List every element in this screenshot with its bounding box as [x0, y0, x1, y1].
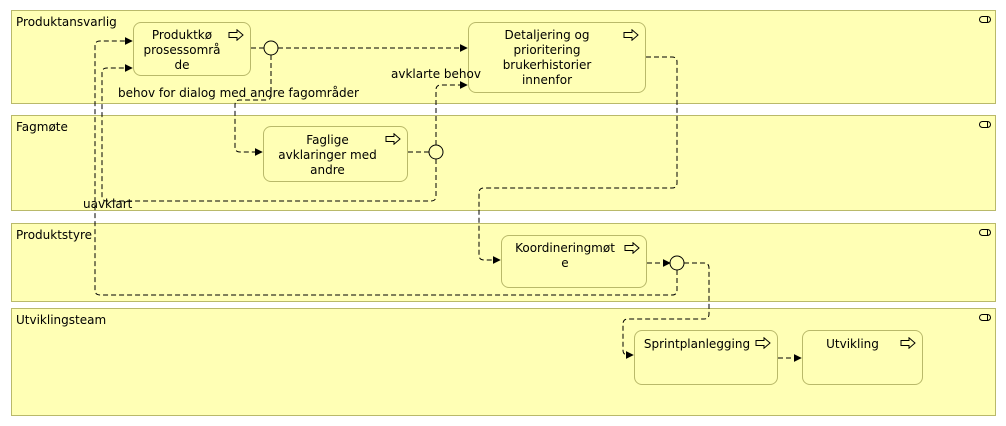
- connector-gateway-produktko-uavklart: [101, 64, 437, 202]
- lane-toggle-icon[interactable]: [979, 229, 991, 236]
- lane-fagmote: Fagmøte: [11, 115, 996, 211]
- gateway-produktko[interactable]: [263, 40, 279, 56]
- lane-toggle-icon[interactable]: [979, 314, 991, 321]
- edge-label-avklarte: avklarte behov: [391, 67, 481, 81]
- node-label: Faglige avklaringer med andre: [278, 133, 377, 177]
- lane-toggle-icon[interactable]: [979, 121, 991, 128]
- node-label: Sprintplanlegging: [643, 337, 751, 351]
- node-label: Produktkø prosessområ de: [143, 28, 221, 72]
- node-label: Detaljering og prioritering brukerhistor…: [502, 28, 592, 87]
- lane-title: Produktansvarlig: [16, 15, 117, 29]
- connector-detaljering-koordinering: [478, 56, 678, 264]
- lane-title: Utviklingsteam: [16, 313, 107, 327]
- connector-gateway-faglige: [234, 55, 272, 156]
- process-arrow-icon: [755, 337, 771, 349]
- process-arrow-icon: [228, 29, 244, 41]
- lane-toggle-icon[interactable]: [979, 16, 991, 23]
- connector-gateway-produktko-loop: [94, 37, 678, 296]
- edge-label-behov: behov for dialog med andre fagområder: [118, 86, 359, 100]
- process-arrow-icon: [385, 133, 401, 145]
- process-arrow-icon: [623, 29, 639, 41]
- edge-label-uavklart: uavklart: [83, 197, 133, 211]
- node-label: Koordineringmøt e: [515, 241, 615, 270]
- node-detaljering[interactable]: Detaljering og prioritering brukerhistor…: [468, 22, 646, 93]
- node-sprintplanlegging[interactable]: Sprintplanlegging: [634, 330, 778, 385]
- lane-title: Produktstyre: [16, 228, 93, 242]
- connector-gateway-detaljering-avklart: [435, 81, 468, 145]
- process-arrow-icon: [900, 337, 916, 349]
- node-produktko[interactable]: Produktkø prosessområ de: [133, 22, 251, 76]
- node-faglige[interactable]: Faglige avklaringer med andre: [263, 126, 408, 182]
- process-arrow-icon: [624, 242, 640, 254]
- node-koordinering[interactable]: Koordineringmøt e: [501, 235, 647, 288]
- gateway-koordinering[interactable]: [669, 255, 685, 271]
- node-utvikling[interactable]: Utvikling: [802, 330, 923, 385]
- gateway-faglige[interactable]: [428, 144, 444, 160]
- node-label: Utvikling: [826, 337, 879, 351]
- lane-title: Fagmøte: [16, 120, 68, 134]
- connector-gateway-sprintplanlegging: [622, 262, 710, 359]
